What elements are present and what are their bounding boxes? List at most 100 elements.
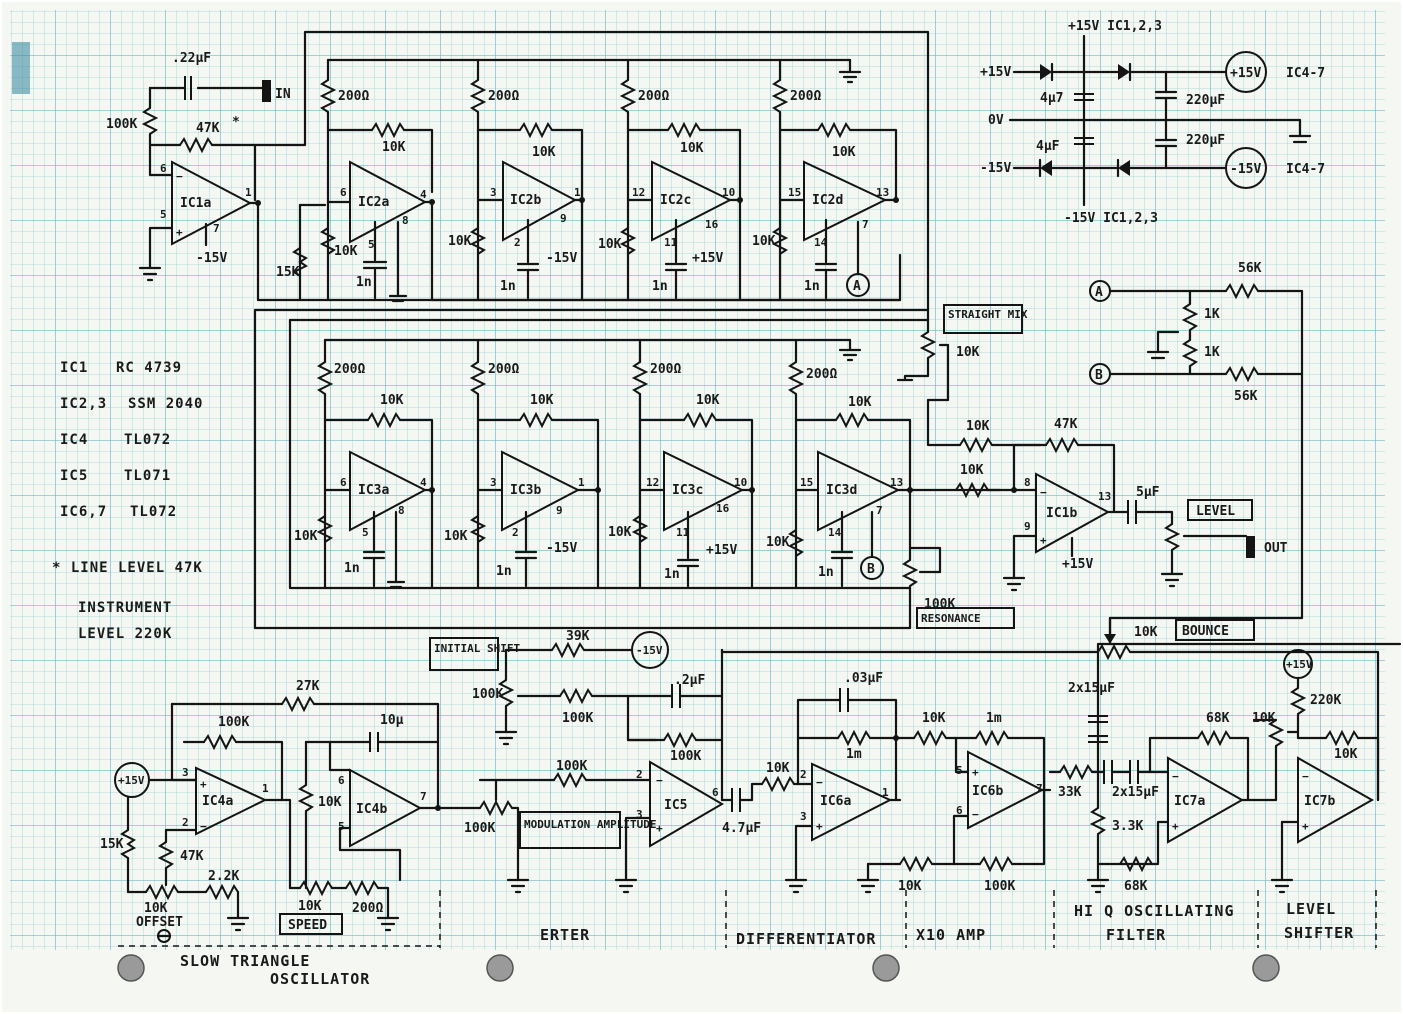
opamp-ic1b bbox=[1035, 472, 1111, 554]
resistor-label: 10K bbox=[532, 145, 556, 160]
supply-label: -15V bbox=[546, 541, 577, 556]
neg-rail-label: -15V bbox=[1230, 162, 1261, 177]
publisher-stamp bbox=[12, 42, 30, 94]
cap-label: 1n bbox=[356, 275, 372, 290]
pin-label: 9 bbox=[556, 504, 563, 517]
opamp-label: IC4a bbox=[202, 794, 233, 809]
resistor-label: 10K bbox=[922, 711, 946, 726]
supply-label: +15V bbox=[692, 251, 723, 266]
input-jack[interactable] bbox=[262, 80, 271, 102]
cap-label: .2µF bbox=[674, 673, 705, 688]
filter-stage-ic2a: 200Ω 10K IC2a 6 5 4 8 10K 1n bbox=[319, 58, 435, 303]
cap-label: 2x15µF bbox=[1068, 681, 1115, 696]
svg-text:−: − bbox=[1040, 486, 1047, 499]
svg-text:−: − bbox=[1172, 770, 1179, 783]
initial-shift-box[interactable] bbox=[429, 637, 499, 671]
resistor-label: 1m bbox=[986, 711, 1002, 726]
ic-part: SSM 2040 bbox=[128, 396, 203, 412]
ic-part: TL071 bbox=[124, 468, 171, 484]
cap-label: 1n bbox=[664, 567, 680, 582]
resistor-label: 10K bbox=[1252, 711, 1276, 726]
svg-text:+: + bbox=[816, 820, 823, 833]
filter-stage-ic3a: 200Ω 10K IC3a 6 5 4 8 10K 1n bbox=[294, 338, 435, 590]
pin-label: 6 bbox=[340, 186, 347, 199]
opamp-label: IC2d bbox=[812, 193, 843, 208]
section-label-diff: DIFFERENTIATOR bbox=[736, 930, 876, 948]
ic-part: TL072 bbox=[130, 504, 177, 520]
resistor-label: 10K bbox=[696, 393, 720, 408]
level-box[interactable] bbox=[1187, 499, 1253, 521]
pin-label: 7 bbox=[862, 218, 869, 231]
output-jack[interactable] bbox=[1246, 536, 1255, 558]
power-bottom-label: -15V IC1,2,3 bbox=[1064, 211, 1158, 226]
cap-label: 220µF bbox=[1186, 93, 1225, 108]
section-label-osc2: OSCILLATOR bbox=[270, 970, 370, 988]
opamp-ic7a bbox=[1167, 756, 1245, 844]
resistor-label: 10K bbox=[294, 529, 318, 544]
instrument-level-note: INSTRUMENT bbox=[78, 600, 172, 616]
initial-shift-label: INITIAL SHIFT bbox=[434, 642, 520, 655]
speed-box[interactable] bbox=[279, 913, 343, 935]
node-a-label: A bbox=[1095, 285, 1103, 300]
resonance-section: 100K RESONANCE bbox=[253, 308, 1015, 630]
cap-label: 1n bbox=[652, 279, 668, 294]
opamp-label: IC2b bbox=[510, 193, 541, 208]
resistor-label: 47K bbox=[1054, 417, 1078, 432]
opamp-label: IC6a bbox=[820, 794, 851, 809]
resistor-label: 100K bbox=[670, 749, 701, 764]
section-label-level2: SHIFTER bbox=[1284, 924, 1354, 942]
modulation-amplitude-box[interactable] bbox=[519, 811, 621, 849]
pin-label: 8 bbox=[398, 504, 405, 517]
opamp-ic4a bbox=[195, 766, 268, 836]
r15k-label: 15K bbox=[276, 265, 300, 280]
cap-label: 1n bbox=[500, 279, 516, 294]
node-b-label: B bbox=[1095, 368, 1103, 383]
pin-label: 13 bbox=[1098, 490, 1111, 503]
resistor-label: 200Ω bbox=[650, 362, 681, 377]
pin-label: 7 bbox=[876, 504, 883, 517]
node-b-marker bbox=[860, 556, 884, 580]
pin-label: 6 bbox=[956, 804, 963, 817]
pin-label: 1 bbox=[882, 786, 889, 799]
resistor-label: 2.2K bbox=[208, 869, 239, 884]
resistor-label: 56K bbox=[1238, 261, 1262, 276]
cap-label: 1n bbox=[804, 279, 820, 294]
mixer-output: STRAIGHT MIX 10K 10K 10K 47K IC1b − + 8 … bbox=[896, 304, 1288, 592]
binder-hole-2 bbox=[486, 954, 514, 982]
supply-label: -15V bbox=[546, 251, 577, 266]
opamp-label: IC1b bbox=[1046, 506, 1077, 521]
opamp-ic6a bbox=[811, 762, 893, 842]
pin-label: 5 bbox=[160, 208, 167, 221]
section-labels: SLOW TRIANGLE OSCILLATOR ERTER DIFFERENT… bbox=[118, 890, 1377, 988]
resonance-box[interactable] bbox=[916, 607, 1015, 629]
supply-label: +15V bbox=[1286, 658, 1313, 671]
filter-stage-ic2b: 200Ω 10K IC2b 3 2 1 9 -15V 10K 1n bbox=[448, 58, 585, 302]
svg-text:+: + bbox=[1040, 534, 1047, 547]
bounce-pot-label: 10K bbox=[1134, 625, 1158, 640]
ic1a-supply-label: -15V bbox=[196, 251, 227, 266]
offset-pot-value: 10K bbox=[144, 901, 168, 916]
section-label-filter1: HI Q OSCILLATING bbox=[1074, 902, 1235, 920]
pin-label: 6 bbox=[712, 786, 719, 799]
resistor-label: 1K bbox=[1204, 307, 1220, 322]
svg-text:+: + bbox=[1302, 820, 1309, 833]
svg-text:+: + bbox=[176, 226, 183, 239]
pin-label: 13 bbox=[890, 476, 903, 489]
bounce-section: 10K BOUNCE bbox=[720, 616, 1380, 802]
offset-label: OFFSET bbox=[136, 915, 183, 930]
resistor-label: 10K bbox=[444, 529, 468, 544]
pin-label: 5 bbox=[338, 820, 345, 833]
bounce-box[interactable] bbox=[1175, 619, 1255, 641]
input-resistor-label: 100K bbox=[106, 117, 137, 132]
opamp-label: IC2a bbox=[358, 195, 389, 210]
resistor-label: 1m bbox=[846, 747, 862, 762]
straight-mix-label: STRAIGHT MIX bbox=[948, 308, 1028, 321]
pin-label: 2 bbox=[514, 236, 521, 249]
resistor-label: 220K bbox=[1310, 693, 1341, 708]
node-a-label: A bbox=[853, 279, 861, 294]
pin-label: 7 bbox=[1036, 782, 1043, 795]
straight-mix-box[interactable] bbox=[943, 304, 1023, 334]
binder-hole-3 bbox=[872, 954, 900, 982]
power-pos-in: +15V bbox=[980, 65, 1011, 80]
resistor-label: 10K bbox=[766, 761, 790, 776]
